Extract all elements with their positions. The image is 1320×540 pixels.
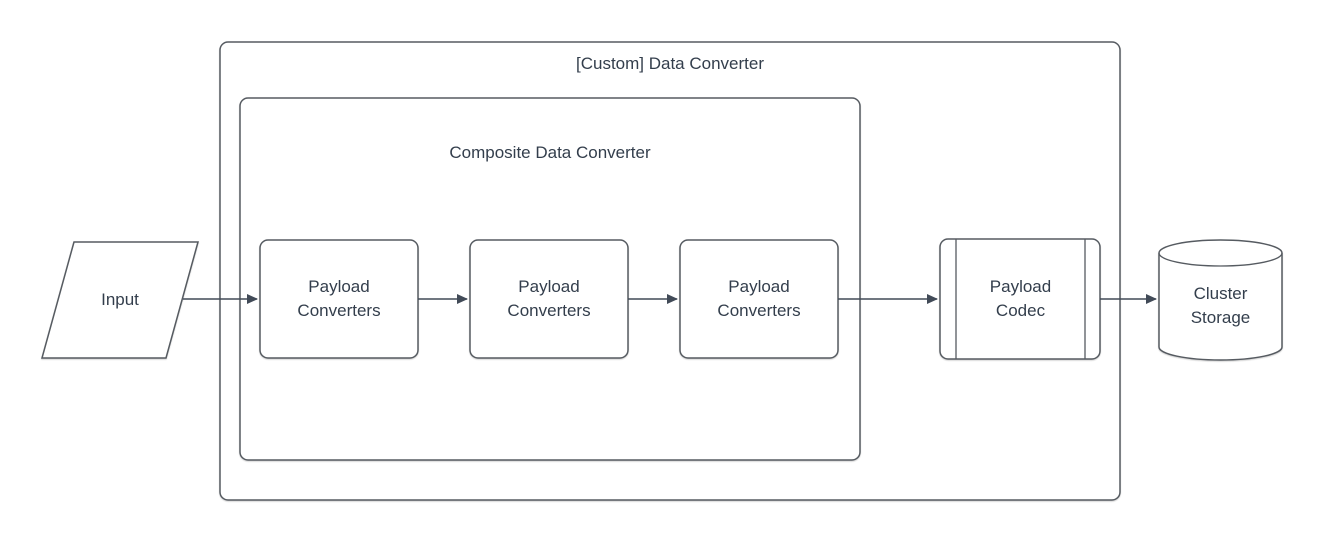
payload-converters-label-3-text: Payload Converters [717, 276, 801, 320]
custom-data-converter-title: [Custom] Data Converter [220, 46, 1120, 82]
cluster-storage-cylinder-lid [1158, 252, 1283, 267]
payload-converters-label-1-text: Payload Converters [297, 276, 381, 320]
payload-codec-label-text: Payload Codec [989, 276, 1052, 320]
composite-data-converter-title-text: Composite Data Converter [449, 142, 651, 162]
input-label: Input [42, 242, 198, 358]
payload-converters-label-1: Payload Converters [260, 240, 418, 358]
custom-data-converter-title-text: [Custom] Data Converter [575, 53, 764, 73]
cluster-storage-cylinder [1158, 239, 1283, 361]
payload-converters-label-2-text: Payload Converters [507, 276, 591, 320]
cluster-storage-label: Cluster Storage [1159, 252, 1282, 360]
cluster-storage-label-text: Cluster Storage [1190, 283, 1251, 327]
composite-data-converter-title: Composite Data Converter [240, 100, 860, 206]
payload-converters-label-3: Payload Converters [680, 240, 838, 358]
payload-converters-label-2: Payload Converters [470, 240, 628, 358]
input-shape [41, 241, 199, 359]
payload-codec-label: Payload Codec [956, 239, 1085, 359]
input-label-text: Input [101, 289, 139, 309]
